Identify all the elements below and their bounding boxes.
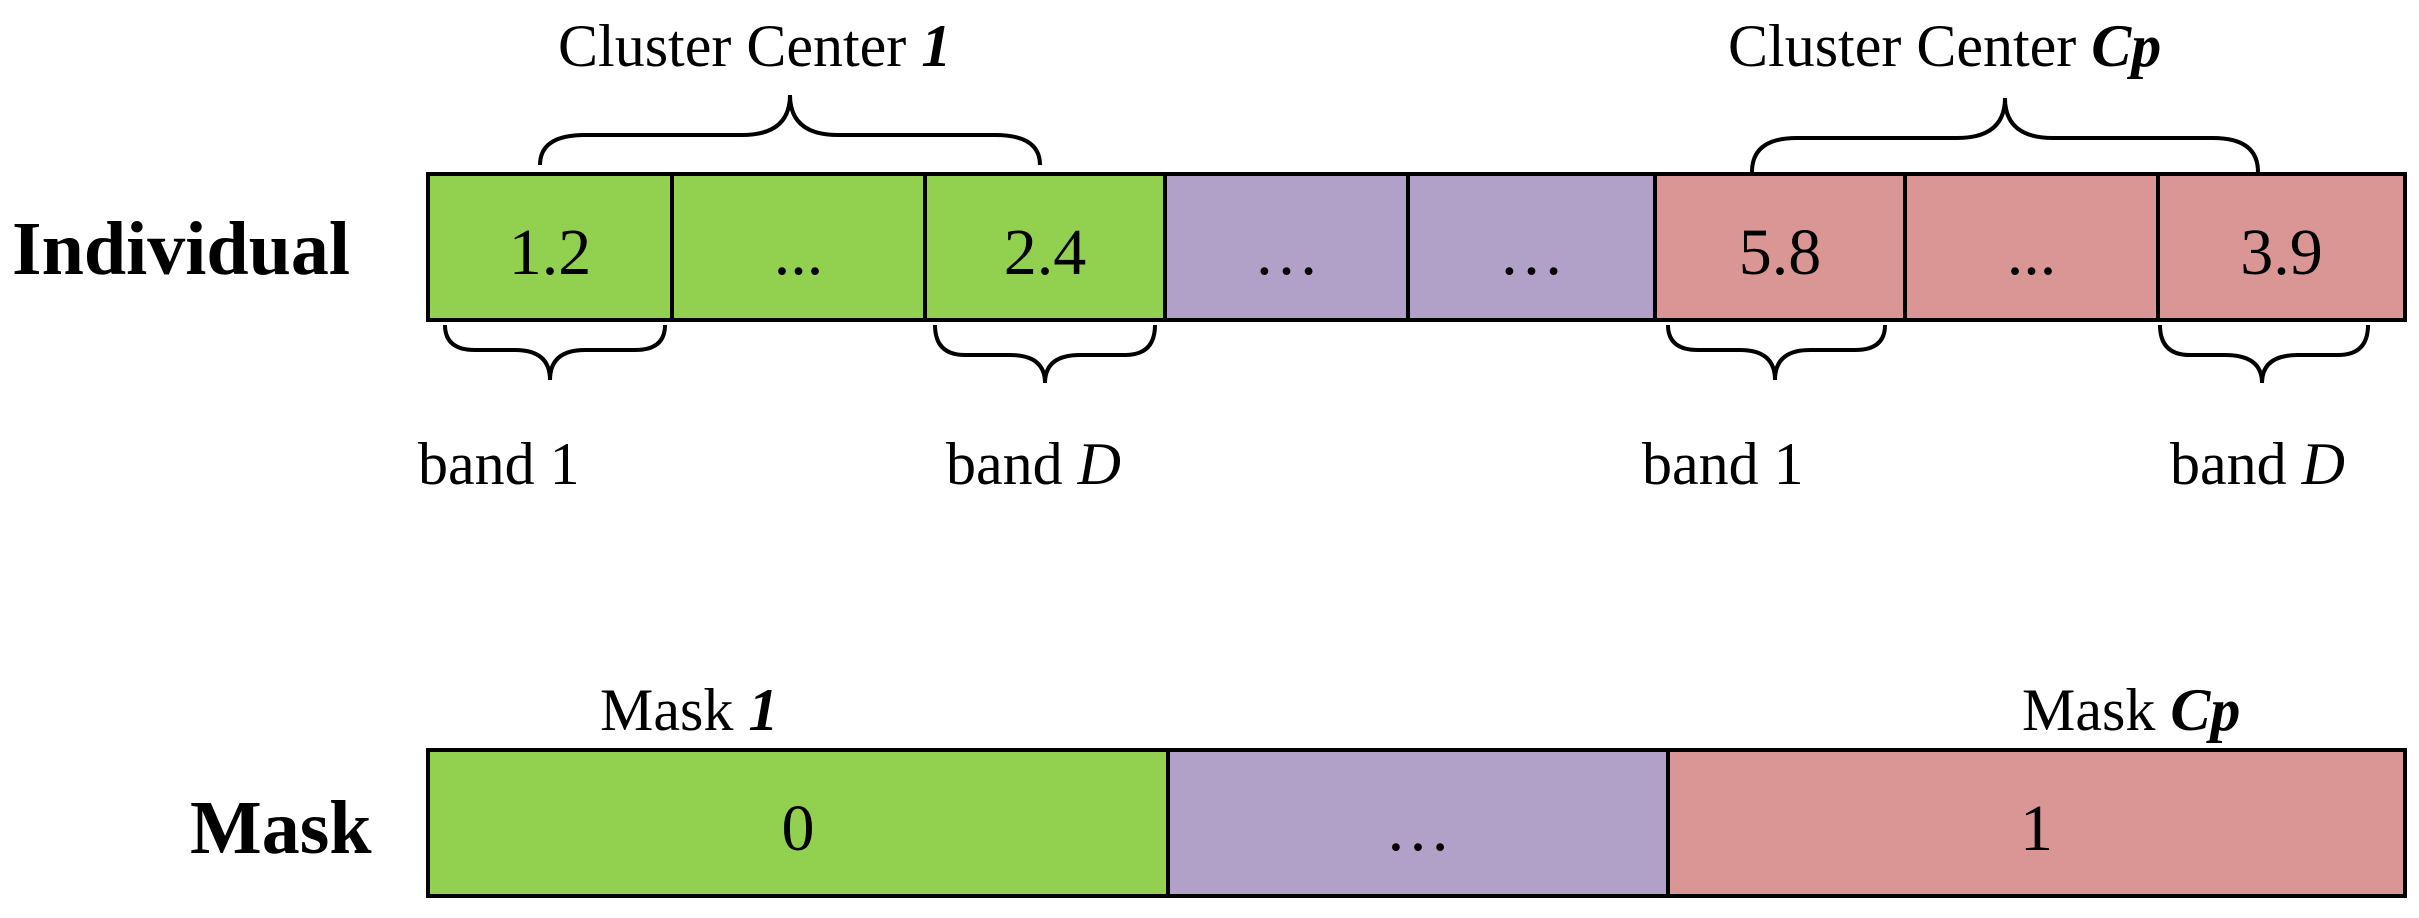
individual-cells: 1.2... 2.4 … … 5.8... 3.9 (426, 172, 2407, 322)
band-d-label-first: band D (946, 431, 1121, 497)
band-1-label-first: band 1 (418, 431, 580, 497)
mask-cell-2 (1166, 748, 1670, 898)
individual-cell-7 (1903, 172, 2160, 322)
band-d-brace-first (933, 324, 1157, 384)
individual-cell-8-value: 3.9 (2240, 216, 2323, 289)
individual-cell-2-value: ... (774, 216, 824, 289)
mask-cell-1-value: 0 (782, 792, 815, 865)
individual-cell-8 (2156, 172, 2407, 322)
band-1-brace-first (443, 324, 667, 381)
individual-cell-3-value: 2.4 (1004, 216, 1087, 289)
cluster-center-1-brace (538, 94, 1042, 166)
individual-cell-5-value: … (1499, 216, 1565, 289)
individual-cell-6-value: 5.8 (1739, 216, 1822, 289)
mask-cells: 0 … 1 (426, 748, 2407, 898)
individual-cell-2 (670, 172, 927, 322)
cluster-center-1-label: Cluster Center 1 (558, 13, 951, 79)
mask-cell-1 (426, 748, 1170, 898)
mask-1-label: Mask 1 (600, 677, 778, 743)
individual-cell-7-value: ... (2007, 216, 2057, 289)
individual-cell-1 (426, 172, 674, 322)
band-1-brace-last (1666, 324, 1887, 381)
mask-row-label: Mask (190, 786, 372, 870)
individual-cell-3 (923, 172, 1167, 322)
mask-cell-2-value: … (1385, 792, 1451, 865)
individual-row-label: Individual (12, 207, 350, 291)
cluster-center-cp-label: Cluster Center Cp (1728, 13, 2161, 79)
individual-cell-6 (1653, 172, 1907, 322)
band-d-brace-last (2158, 324, 2370, 384)
individual-cell-1-value: 1.2 (509, 216, 592, 289)
mask-cell-3-value: 1 (2020, 792, 2053, 865)
mask-cell-3 (1666, 748, 2407, 898)
band-d-label-last: band D (2170, 431, 2345, 497)
cluster-center-cp-brace (1750, 97, 2260, 173)
mask-cp-label: Mask Cp (2022, 677, 2240, 743)
individual-cell-5 (1406, 172, 1657, 322)
band-1-label-last: band 1 (1642, 431, 1804, 497)
individual-cell-4-value: … (1254, 216, 1320, 289)
